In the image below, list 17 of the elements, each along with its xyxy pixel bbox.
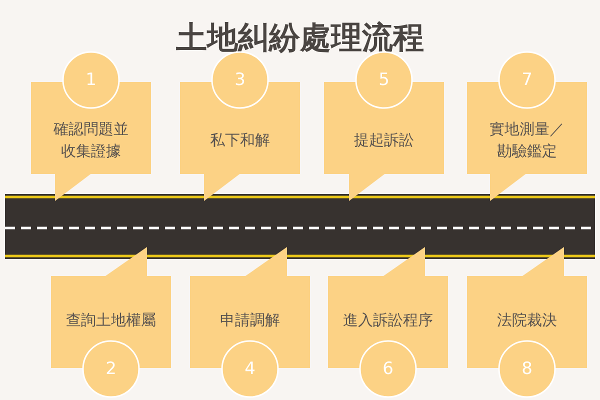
step-number: 7 [520, 70, 534, 90]
step-number: 2 [104, 359, 118, 379]
step-number: 6 [382, 359, 394, 379]
step-number: 3 [234, 70, 246, 90]
step-label: 進入訴訟程序 [342, 310, 434, 331]
title: 土地糾紛處理流程 [175, 19, 425, 58]
step-label: 提起訴訟 [353, 130, 415, 151]
step-label: 法院裁決 [496, 310, 558, 331]
step-label: 查詢土地權屬 [65, 310, 157, 331]
step-label: 私下和解 [209, 130, 271, 151]
step-number: 5 [378, 70, 390, 90]
step-label: 實地測量／勘驗鑑定 [488, 119, 566, 162]
step-label: 確認問題並收集證據 [52, 119, 130, 162]
step-label: 申請調解 [219, 310, 281, 331]
step-number: 4 [244, 359, 256, 379]
step-number: 1 [84, 70, 98, 90]
step-number: 8 [520, 359, 534, 379]
